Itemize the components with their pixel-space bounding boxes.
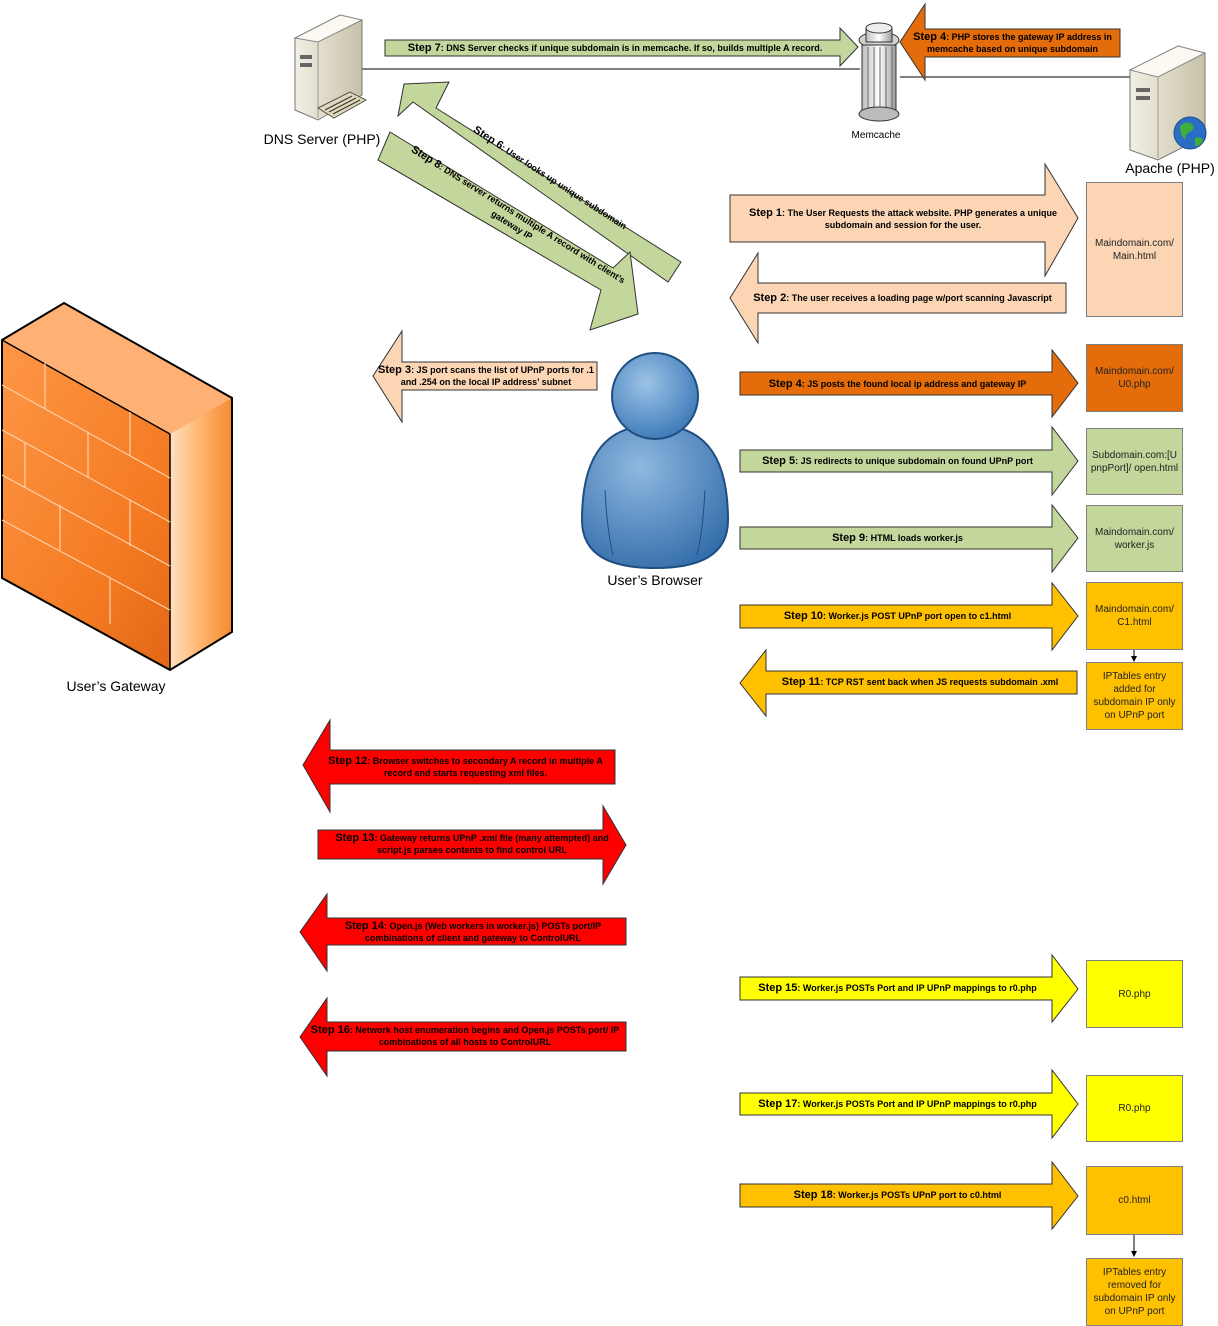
step-12-label: Step 12: Browser switches to secondary A… <box>328 755 603 778</box>
arrow-step-4b <box>899 2 1121 82</box>
memcache-label: Memcache <box>851 130 901 141</box>
firewall-icon <box>0 301 233 672</box>
browser-label: User’s Browser <box>607 572 703 588</box>
box-iptables-removed: IPTables entry removed for subdomain IP … <box>1086 1258 1183 1326</box>
step-14-label: Step 14: Open.js (Web workers in worker.… <box>344 919 602 943</box>
arrow-step-1 <box>729 162 1079 278</box>
arrow-step-13 <box>317 804 627 886</box>
step-2-label: Step 2: The user receives a loading page… <box>753 292 1052 304</box>
box-u0-php: Maindomain.com/ U0.php <box>1086 344 1183 412</box>
arrow-step-9 <box>739 503 1079 574</box>
arrow-step-11 <box>739 648 1078 718</box>
step-7-label: Step 7: DNS Server checks if unique subd… <box>407 42 823 54</box>
arrow-step-15 <box>739 953 1079 1024</box>
gateway-label: User’s Gateway <box>66 678 166 694</box>
dns-server-label: DNS Server (PHP) <box>263 131 381 147</box>
step-11-label: Step 11: TCP RST sent back when JS reque… <box>781 676 1059 688</box>
step-4a-label: Step 4: JS posts the found local ip addr… <box>768 378 1027 390</box>
arrow-step-16 <box>299 996 627 1078</box>
arrow-layer <box>299 2 1121 1231</box>
arrow-step-3 <box>372 329 598 424</box>
dns-server-icon <box>293 14 368 121</box>
arrow-step-18 <box>739 1160 1079 1231</box>
step-9-label: Step 9: HTML loads worker.js <box>832 532 963 544</box>
apache-label: Apache (PHP) <box>1125 160 1215 176</box>
user-icon <box>580 352 730 570</box>
step-15-label: Step 15: Worker.js POSTs Port and IP UPn… <box>758 982 1037 994</box>
arrow-step-7 <box>384 26 859 68</box>
box-open-html: Subdomain.com:[U pnpPort]/ open.html <box>1086 428 1183 495</box>
box-c0-html: c0.html <box>1086 1166 1183 1235</box>
step-1-label: Step 1: The User Requests the attack web… <box>749 207 1057 230</box>
arrow-step-14 <box>299 892 627 973</box>
arrow-step-10 <box>739 581 1079 652</box>
step-16-label: Step 16: Network host enumeration begins… <box>310 1024 620 1047</box>
step-10-label: Step 10: Worker.js POST UPnP port open t… <box>783 610 1012 622</box>
box-worker-js: Maindomain.com/ worker.js <box>1086 505 1183 572</box>
step-4b-label: Step 4: PHP stores the gateway IP addres… <box>913 31 1112 54</box>
arrow-step-12 <box>302 718 616 814</box>
step-5-label: Step 5: JS redirects to unique subdomain… <box>762 455 1033 467</box>
box-iptables-added: IPTables entry added for subdomain IP on… <box>1086 662 1183 730</box>
arrow-step-5 <box>739 425 1079 497</box>
step-18-label: Step 18: Worker.js POSTs UPnP port to c0… <box>793 1189 1002 1201</box>
step-17-label: Step 17: Worker.js POSTs Port and IP UPn… <box>758 1098 1037 1110</box>
box-r0-php-2: R0.php <box>1086 1075 1183 1142</box>
box-r0-php-1: R0.php <box>1086 960 1183 1028</box>
box-main-html: Maindomain.com/ Main.html <box>1086 182 1183 317</box>
arrow-step-4a <box>739 348 1079 419</box>
step-3-label: Step 3: JS port scans the list of UPnP p… <box>378 364 594 387</box>
arrow-step-17 <box>739 1068 1079 1140</box>
arrow-step-6 <box>397 81 682 283</box>
memcache-icon <box>858 22 900 122</box>
step-13-label: Step 13: Gateway returns UPnP .xml file … <box>335 832 609 855</box>
box-c1-html: Maindomain.com/ C1.html <box>1086 582 1183 650</box>
apache-server-icon <box>1128 45 1207 161</box>
arrow-step-2 <box>729 251 1067 345</box>
arrow-step-8 <box>377 131 639 331</box>
